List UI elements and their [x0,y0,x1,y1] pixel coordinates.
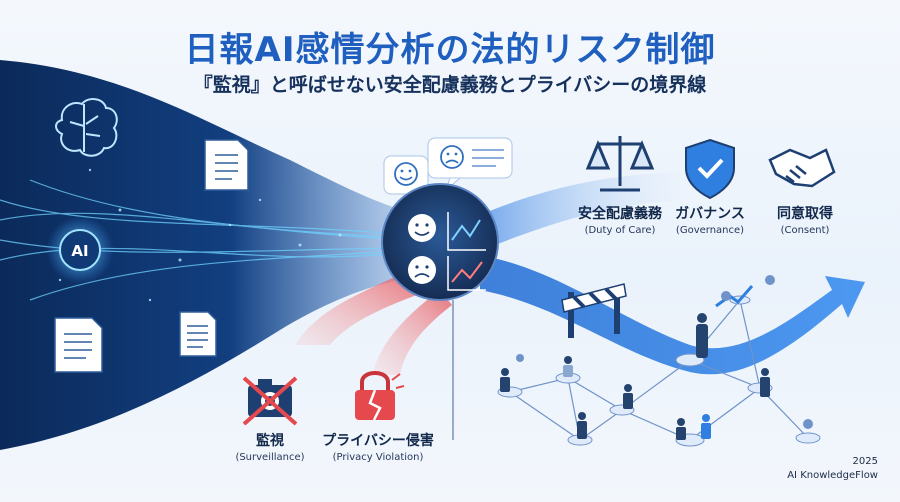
pillar-governance: ガバナンス (Governance) [660,203,760,236]
person-icons [500,313,770,440]
scales-icon [585,136,655,192]
ai-badge-label: AI [71,242,89,260]
data-stream-wave [0,60,420,450]
pillar-sublabel: (Consent) [780,225,830,236]
pillar-consent: 同意取得 (Consent) [755,203,855,236]
page-subtitle: 『監視』と呼ばせない安全配慮義務とプライバシーの境界線 [193,74,707,96]
pillar-sublabel: (Duty of Care) [584,225,656,236]
ai-badge [59,229,101,271]
document-icon [54,317,103,373]
document-icon [204,139,249,191]
page-title: 日報AI感情分析の法的リスク制御 [184,30,716,70]
footer-credit: 2025 AI KnowledgeFlow [787,455,878,483]
user-avatar-icons [516,275,813,429]
shield-check-icon [685,138,735,200]
sad-face-icon [408,256,436,284]
brain-icon [55,98,118,157]
pillar-label: 同意取得 [777,206,833,222]
trend-up-icon [715,285,754,308]
barrier-icon [561,283,627,338]
document-icon [179,311,217,357]
risk-flow-arrow [295,265,430,345]
analysis-hub [381,183,499,301]
happy-face-icon [408,214,436,242]
risk-label: 監視 [256,433,284,449]
pillar-duty-of-care: 安全配慮義務 (Duty of Care) [565,203,675,236]
risk-privacy-violation: プライバシー侵害 (Privacy Violation) [318,430,438,463]
pillar-label: ガバナンス [675,206,745,222]
trend-chart-icon [447,212,486,291]
happy-bubble-icon [383,155,429,195]
footer-brand: AI KnowledgeFlow [787,470,878,481]
broken-lock-icon [355,371,405,421]
pillar-label: 安全配慮義務 [578,206,662,222]
footer-year: 2025 [852,456,878,467]
handshake-icon [768,148,836,188]
pillar-sublabel: (Governance) [675,225,745,236]
crossed-camera-icon [242,376,298,426]
risk-sublabel: (Privacy Violation) [332,452,424,463]
growth-arrow [480,255,865,375]
node-circles [497,295,821,447]
risk-surveillance: 監視 (Surveillance) [220,430,320,463]
sad-bubble-icon [427,137,513,192]
risk-sublabel: (Surveillance) [235,452,305,463]
risk-label: プライバシー侵害 [322,433,434,449]
